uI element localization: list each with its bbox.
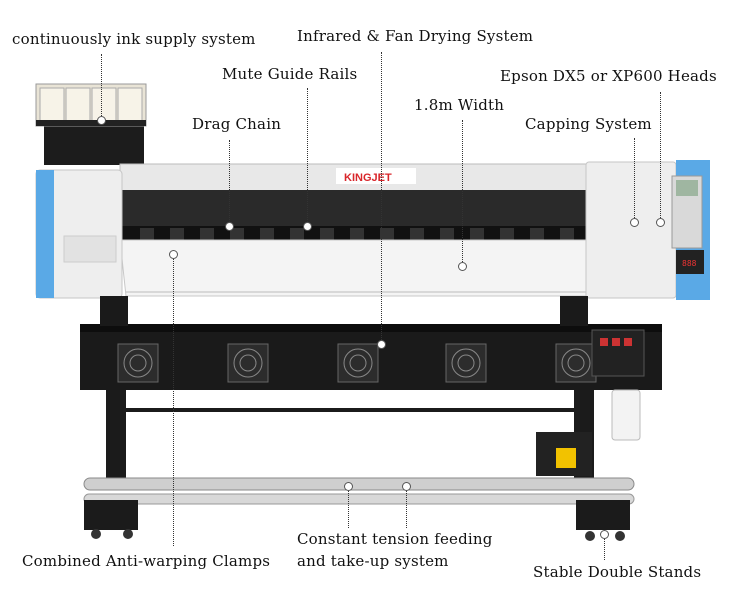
pointer-width — [462, 120, 463, 266]
label-guide-rails: Mute Guide Rails — [222, 65, 358, 83]
dot-capping — [630, 218, 639, 227]
brand-logo: KINGJET — [344, 172, 392, 184]
clamp-row — [140, 228, 574, 242]
label-clamps: Combined Anti-warping Clamps — [22, 552, 271, 570]
label-feeding-line2: and take-up system — [297, 552, 449, 570]
pointer-feeding-a — [348, 488, 349, 528]
dot-feeding-b — [402, 482, 411, 491]
dot-clamps — [169, 250, 178, 259]
svg-text:888: 888 — [682, 259, 697, 268]
pointer-ink-supply — [101, 54, 102, 120]
label-drying-system: Infrared & Fan Drying System — [297, 27, 534, 45]
dot-ink-supply — [97, 116, 106, 125]
right-foot — [576, 500, 630, 530]
fan-units — [117, 343, 597, 383]
pointer-drag-chain — [229, 140, 230, 226]
right-end-cap — [585, 161, 677, 299]
dot-guide-rails — [303, 222, 312, 231]
label-width: 1.8m Width — [414, 96, 505, 114]
left-leg — [106, 390, 126, 490]
dot-stands — [600, 530, 609, 539]
pointer-stands — [604, 534, 605, 560]
label-ink-supply: continuously ink supply system — [12, 30, 256, 48]
ink-tank-rack — [35, 83, 147, 165]
label-drag-chain: Drag Chain — [192, 115, 282, 133]
pointer-guide-rails — [307, 88, 308, 226]
pointer-capping — [634, 138, 635, 220]
take-up-roller — [83, 477, 635, 491]
pointer-clamps — [173, 254, 174, 546]
label-stands: Stable Double Stands — [533, 563, 702, 581]
label-feeding-line1: Constant tension feeding — [297, 530, 493, 548]
pointer-heads — [660, 92, 661, 220]
label-heads: Epson DX5 or XP600 Heads — [500, 67, 717, 85]
left-foot — [84, 500, 138, 530]
dot-feeding-a — [344, 482, 353, 491]
pointer-drying — [381, 52, 382, 344]
pointer-feeding-b — [406, 488, 407, 528]
carriage-rail — [120, 190, 590, 228]
label-feeding-system: Constant tension feeding and take-up sys… — [297, 528, 493, 572]
dot-width — [458, 262, 467, 271]
label-capping: Capping System — [525, 115, 652, 133]
dot-drying — [377, 340, 386, 349]
dot-heads — [656, 218, 665, 227]
platen — [119, 239, 597, 297]
dot-drag-chain — [225, 222, 234, 231]
